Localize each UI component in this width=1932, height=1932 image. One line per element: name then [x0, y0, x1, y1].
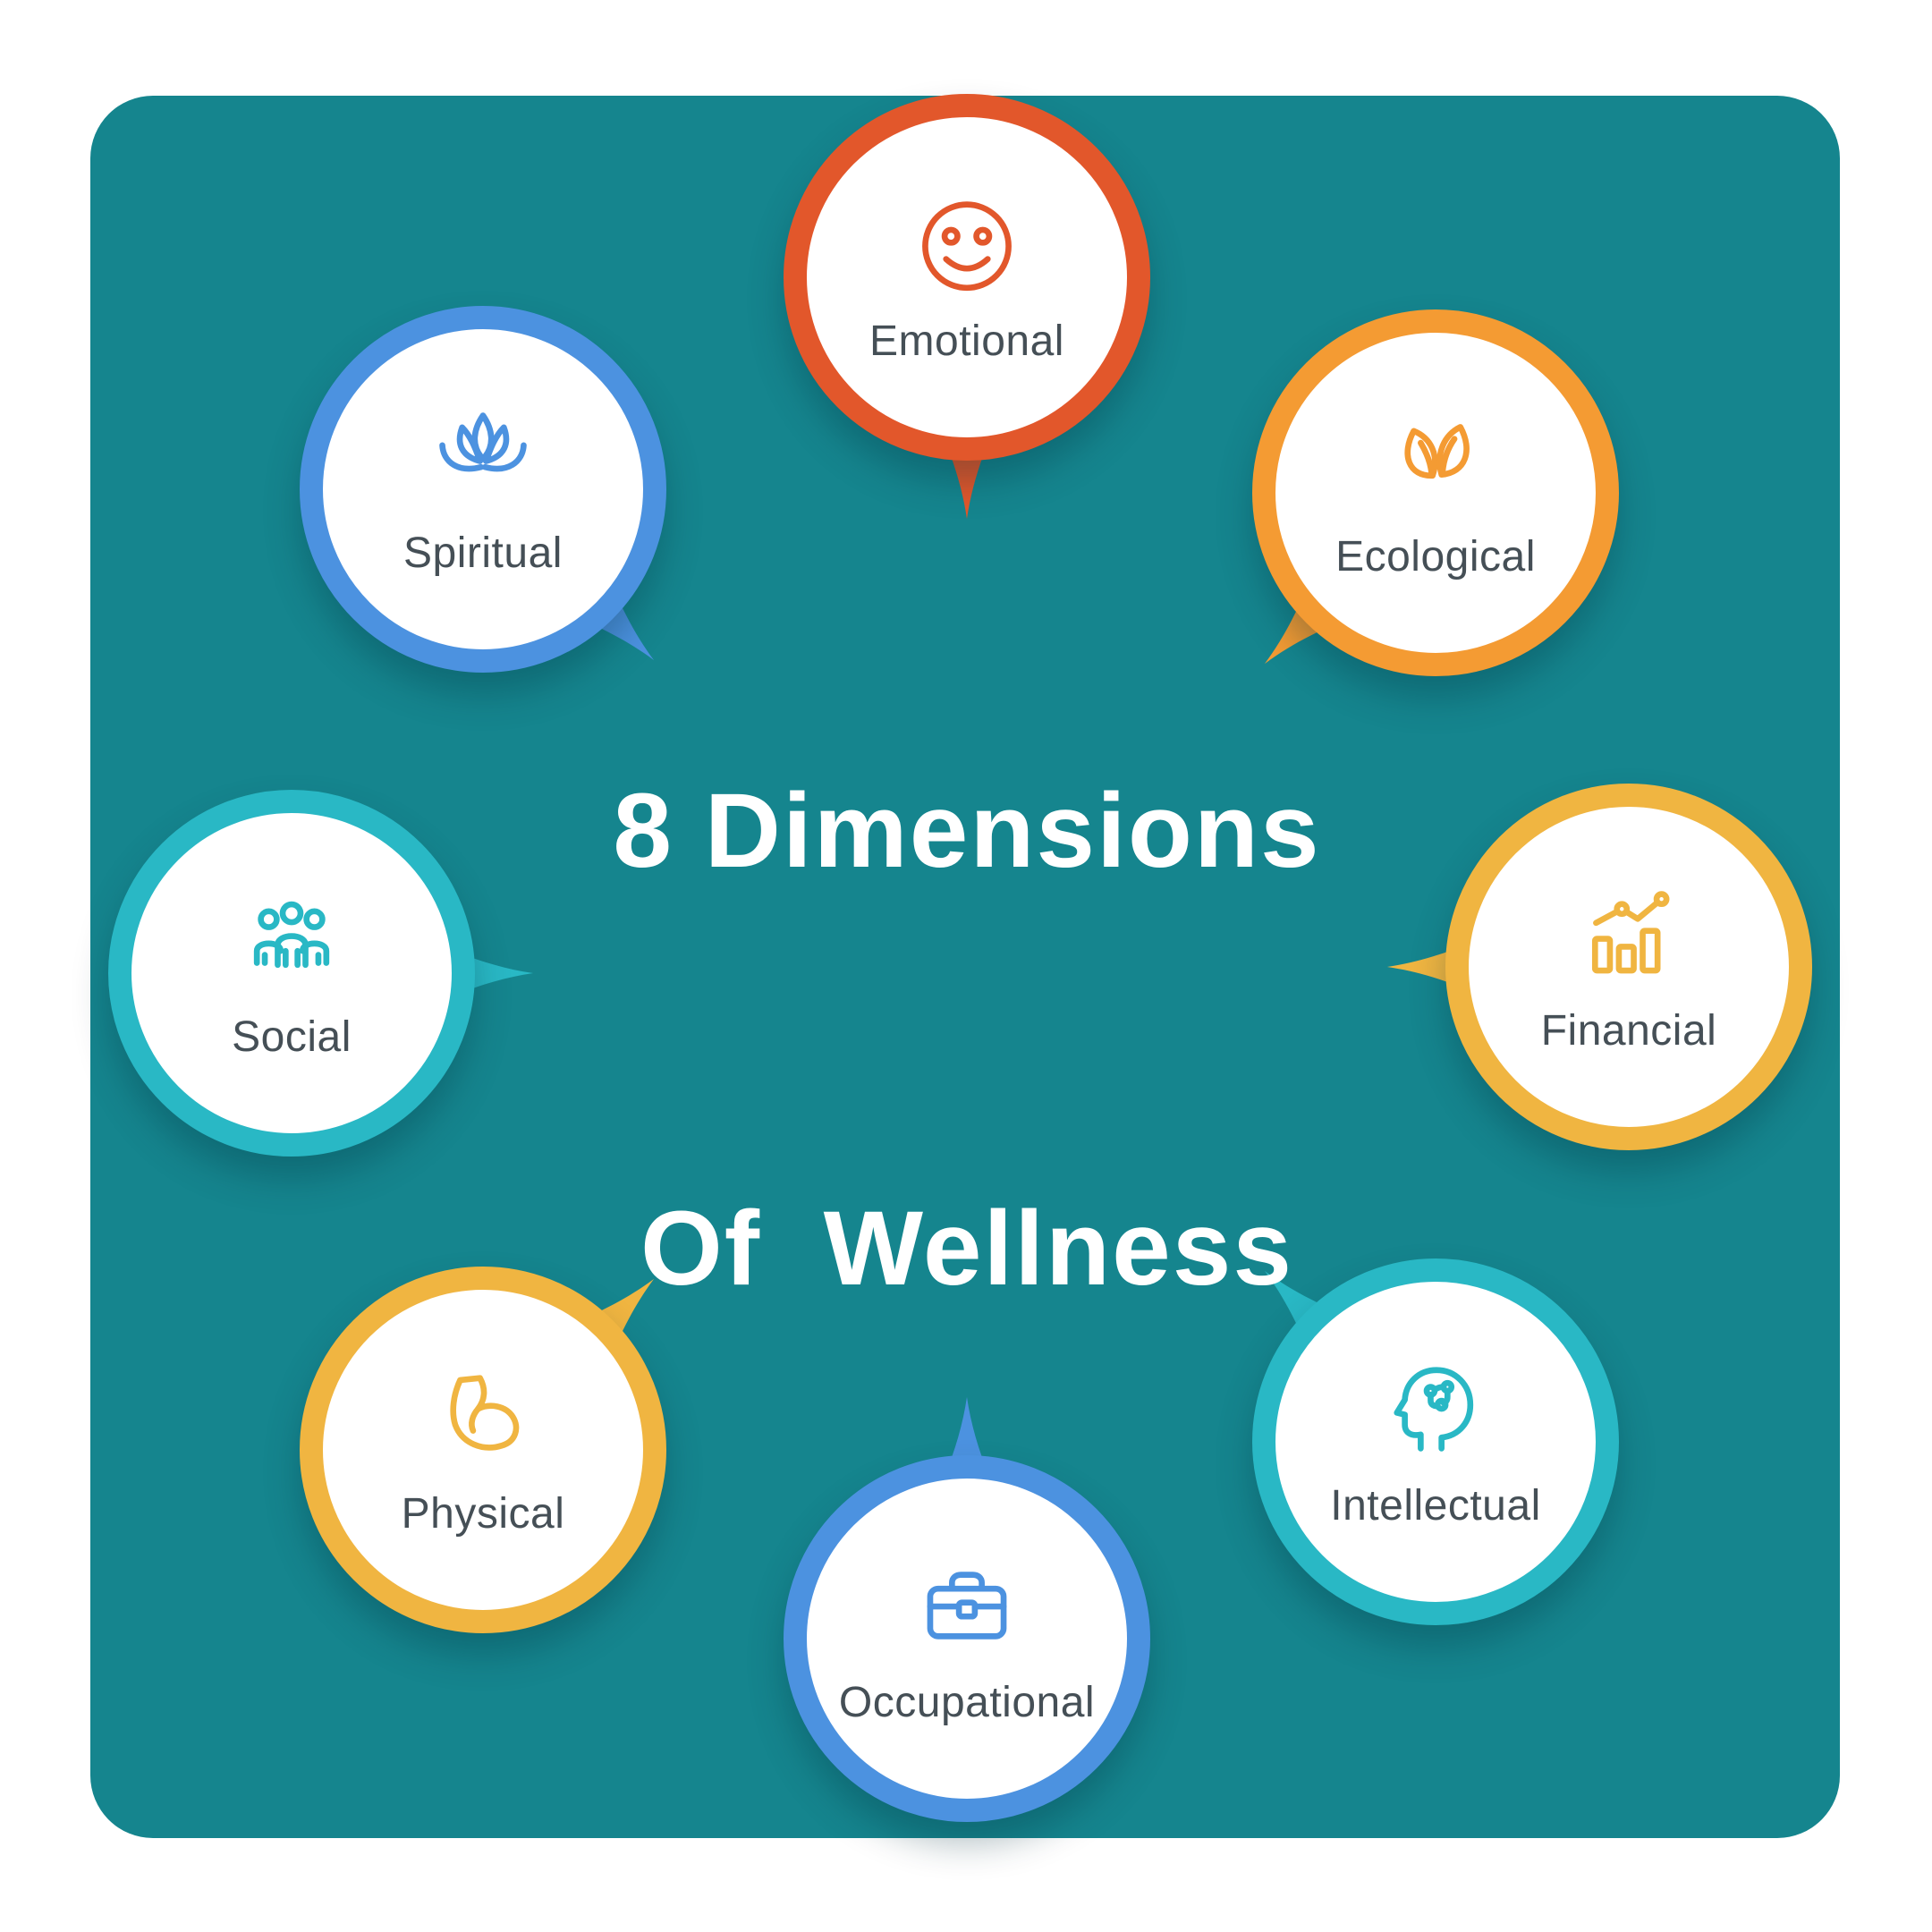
bubble-emotional: Emotional: [784, 94, 1150, 520]
bubble-disc: Social: [108, 790, 475, 1157]
bubble-spiritual: Spiritual: [300, 306, 666, 673]
bubble-disc: Financial: [1445, 784, 1812, 1150]
dimension-label: Emotional: [869, 317, 1064, 365]
dimension-label: Financial: [1540, 1006, 1717, 1055]
people-group-icon: [253, 901, 330, 968]
dimension-label: Occupational: [838, 1678, 1096, 1726]
dimension-label: Intellectual: [1330, 1481, 1541, 1530]
bubble-disc: Emotional: [784, 94, 1150, 461]
bar-chart-icon: [1591, 890, 1670, 973]
lotus-icon: [439, 411, 527, 471]
head-circuit-icon: [1394, 1366, 1474, 1452]
bubble-physical: Physical: [300, 1267, 666, 1633]
bubble-intellectual: Intellectual: [1252, 1258, 1619, 1625]
bubble-occupational: Occupational: [784, 1396, 1150, 1822]
title-line-1: 8 Dimensions: [613, 771, 1321, 890]
title-line-2: Of Wellness: [640, 1189, 1294, 1308]
page-title: 8 Dimensions Of Wellness: [613, 483, 1320, 1458]
briefcase-icon: [927, 1571, 1007, 1640]
bubble-disc: Physical: [300, 1267, 666, 1633]
smiley-face-icon: [922, 200, 1012, 291]
leaves-icon: [1404, 423, 1470, 479]
bubble-social: Social: [108, 790, 534, 1157]
bubble-financial: Financial: [1386, 784, 1812, 1150]
dimension-label: Spiritual: [403, 529, 563, 577]
bubble-ecological: Ecological: [1252, 309, 1619, 676]
dimension-label: Physical: [401, 1489, 565, 1538]
dimension-label: Ecological: [1335, 532, 1536, 580]
flexed-arm-icon: [450, 1374, 520, 1451]
bubble-disc: Occupational: [784, 1455, 1150, 1822]
dimension-label: Social: [232, 1013, 352, 1061]
bubble-disc: Spiritual: [300, 306, 666, 673]
